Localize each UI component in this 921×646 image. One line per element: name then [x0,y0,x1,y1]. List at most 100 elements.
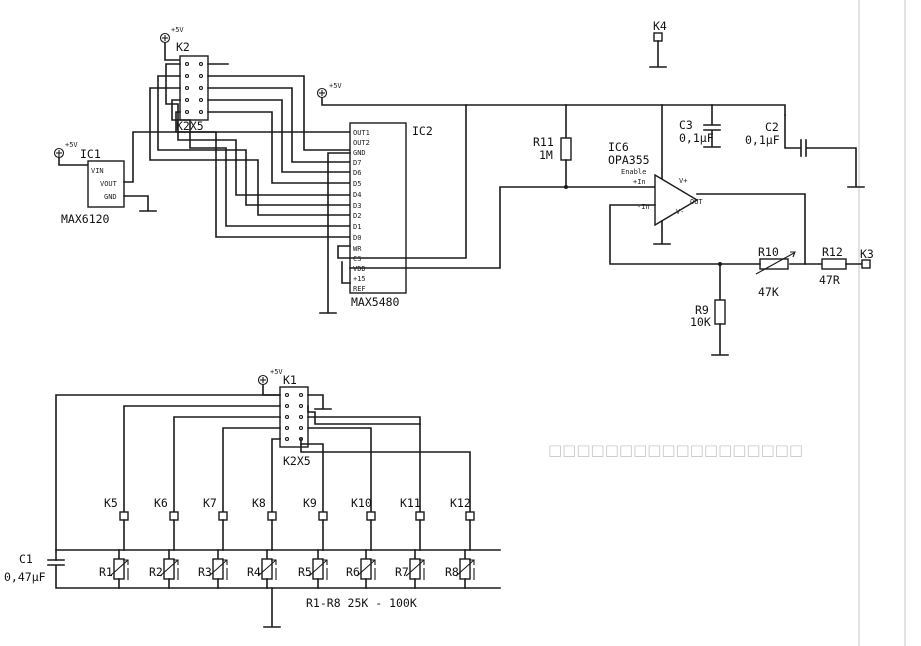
c2-capacitor: C2 0,1μF [745,114,865,188]
r11-value: 1M [539,148,553,162]
ic6-part: OPA355 [608,153,650,167]
sensor-8-connector [465,511,475,521]
r10-value: 47K [758,285,779,299]
sensor-2-arrowhead-icon [173,559,179,565]
supply-label: +5V [270,368,283,376]
ic2-ref: IC2 [412,124,433,138]
k1-type: K2X5 [283,454,311,468]
sensor-1-resistor-label: R1 [99,565,113,579]
svg-text:V-: V- [676,208,684,216]
svg-text:GND: GND [353,149,366,157]
r10-trimmer: R10 47K [718,245,796,299]
sensor-6-connector-label: K10 [351,496,372,510]
supply-label: +5V [65,141,78,149]
r11-resistor: R11 1M [533,104,572,189]
ic6-enable-label: Enable [621,168,646,176]
svg-text:CS: CS [353,255,361,263]
c2-ref: C2 [765,120,779,134]
sensor-8-resistor [459,558,471,580]
sensor-2-connector [169,511,179,521]
sensor-1-resistor [113,558,125,580]
sensor-2-arrow-icon [159,559,179,577]
sensor-1-connector [119,511,129,521]
r9-value: 10K [690,315,711,329]
sensor-8-resistor-label: R8 [445,565,459,579]
sensor-5-connector-label: K9 [303,496,317,510]
svg-text:OUT2: OUT2 [353,139,370,147]
r9-resistor: R9 10K [690,263,729,356]
svg-text:D6: D6 [353,169,361,177]
k3-ref: K3 [860,247,874,261]
c3-capacitor: C3 0,1μF [679,104,721,148]
supply-label: +5V [171,26,184,34]
sensor-6-arrow-icon [356,559,376,577]
sensor-7-arrow-icon [405,559,425,577]
sensor-3-connector-label: K7 [203,496,217,510]
svg-text:GND: GND [104,193,117,201]
sensor-1-arrowhead-icon [123,559,129,565]
sensor-8-connector-label: K12 [450,496,471,510]
svg-text:+In: +In [633,178,646,186]
ic1-part: MAX6120 [61,212,110,226]
sensor-5-arrowhead-icon [322,559,328,565]
r12-ref: R12 [822,245,843,259]
sensor-7-resistor [409,558,421,580]
sensor-8-arrowhead-icon [469,559,475,565]
r11-body [560,137,572,161]
svg-text:REF: REF [353,285,366,293]
sensor-2-resistor [163,558,175,580]
ic1-body [87,160,125,208]
k1-body [279,386,309,448]
sensor-5-resistor-label: R5 [298,565,312,579]
svg-text:D1: D1 [353,223,361,231]
svg-text:WR: WR [353,245,362,253]
ic1-ref: IC1 [80,147,101,161]
sensor-5-arrow-icon [308,559,328,577]
c3-value: 0,1μF [679,131,714,145]
sensor-3-arrow-icon [208,559,228,577]
svg-text:D4: D4 [353,191,361,199]
sensor-3-arrowhead-icon [222,559,228,565]
svg-text:D2: D2 [353,212,361,220]
k2-ref: K2 [176,40,190,54]
r12-body [821,258,847,270]
k1-header: +5V K1 K2X5 [55,368,471,561]
sensor-6-resistor-label: R6 [346,565,360,579]
svg-text:D5: D5 [353,180,361,188]
ic2-body [349,122,407,294]
k1-ref: K1 [283,373,297,387]
svg-text:VIN: VIN [91,167,104,175]
sensor-4-arrowhead-icon [271,559,277,565]
ic2-part: MAX5480 [351,295,400,309]
sensor-3-resistor-label: R3 [198,565,212,579]
k2-header: +5V K2 K2X5 [149,26,351,238]
r11-ref: R11 [533,135,554,149]
c2-value: 0,1μF [745,133,780,147]
sensor-6-connector [366,511,376,521]
svg-text:V+: V+ [679,177,687,185]
k3-terminal: K3 [860,247,874,269]
sensor-7-connector-label: K11 [400,496,421,510]
sensor-6-resistor [360,558,372,580]
c1-capacitor: C1 0,47μF [4,549,501,589]
k4-terminal: K4 [649,19,667,68]
svg-text:OUT: OUT [690,198,703,206]
sensor-4-connector-label: K8 [252,496,266,510]
sensor-7-arrowhead-icon [419,559,425,565]
sensor-4-resistor-label: R4 [247,565,261,579]
c1-ref: C1 [19,552,33,566]
k4-ref: K4 [653,19,667,33]
sensor-3-connector [218,511,228,521]
svg-text:OUT1: OUT1 [353,129,370,137]
r9-ref: R9 [695,303,709,317]
sensor-5-connector [318,511,328,521]
sensor-7-resistor-label: R7 [395,565,409,579]
ic1-voltage-reference: +5V IC1 VIN VOUT GND MAX6120 [53,131,351,226]
sensor-4-resistor [261,558,273,580]
ic2-dac: +5V IC2 MAX5480 OUT1 OUT2 GND D7 D6 D5 D… [316,82,786,314]
sensor-7-connector [415,511,425,521]
r12-value: 47R [819,273,840,287]
sensor-4-arrow-icon [257,559,277,577]
r9-body [714,299,726,325]
svg-text:D3: D3 [353,202,361,210]
